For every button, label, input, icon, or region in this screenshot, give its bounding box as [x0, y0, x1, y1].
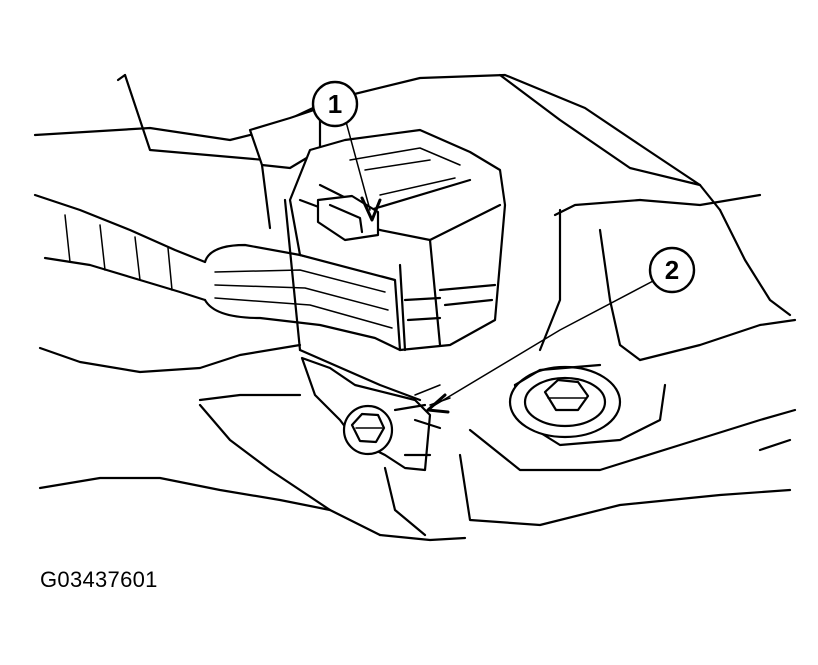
callout-1-number: 1 [328, 89, 342, 119]
callout-2: 2 [648, 246, 696, 294]
electrical-connector [248, 106, 507, 402]
callout-2-number: 2 [665, 255, 679, 285]
lower-bracket [38, 384, 467, 542]
figure-code: G03437601 [40, 567, 158, 592]
callout-1: 1 [311, 80, 359, 128]
mounting-boss [508, 363, 622, 439]
technical-illustration: 1 2 [33, 73, 797, 542]
ground-bolt [300, 356, 442, 472]
callout-leaders [344, 117, 656, 414]
